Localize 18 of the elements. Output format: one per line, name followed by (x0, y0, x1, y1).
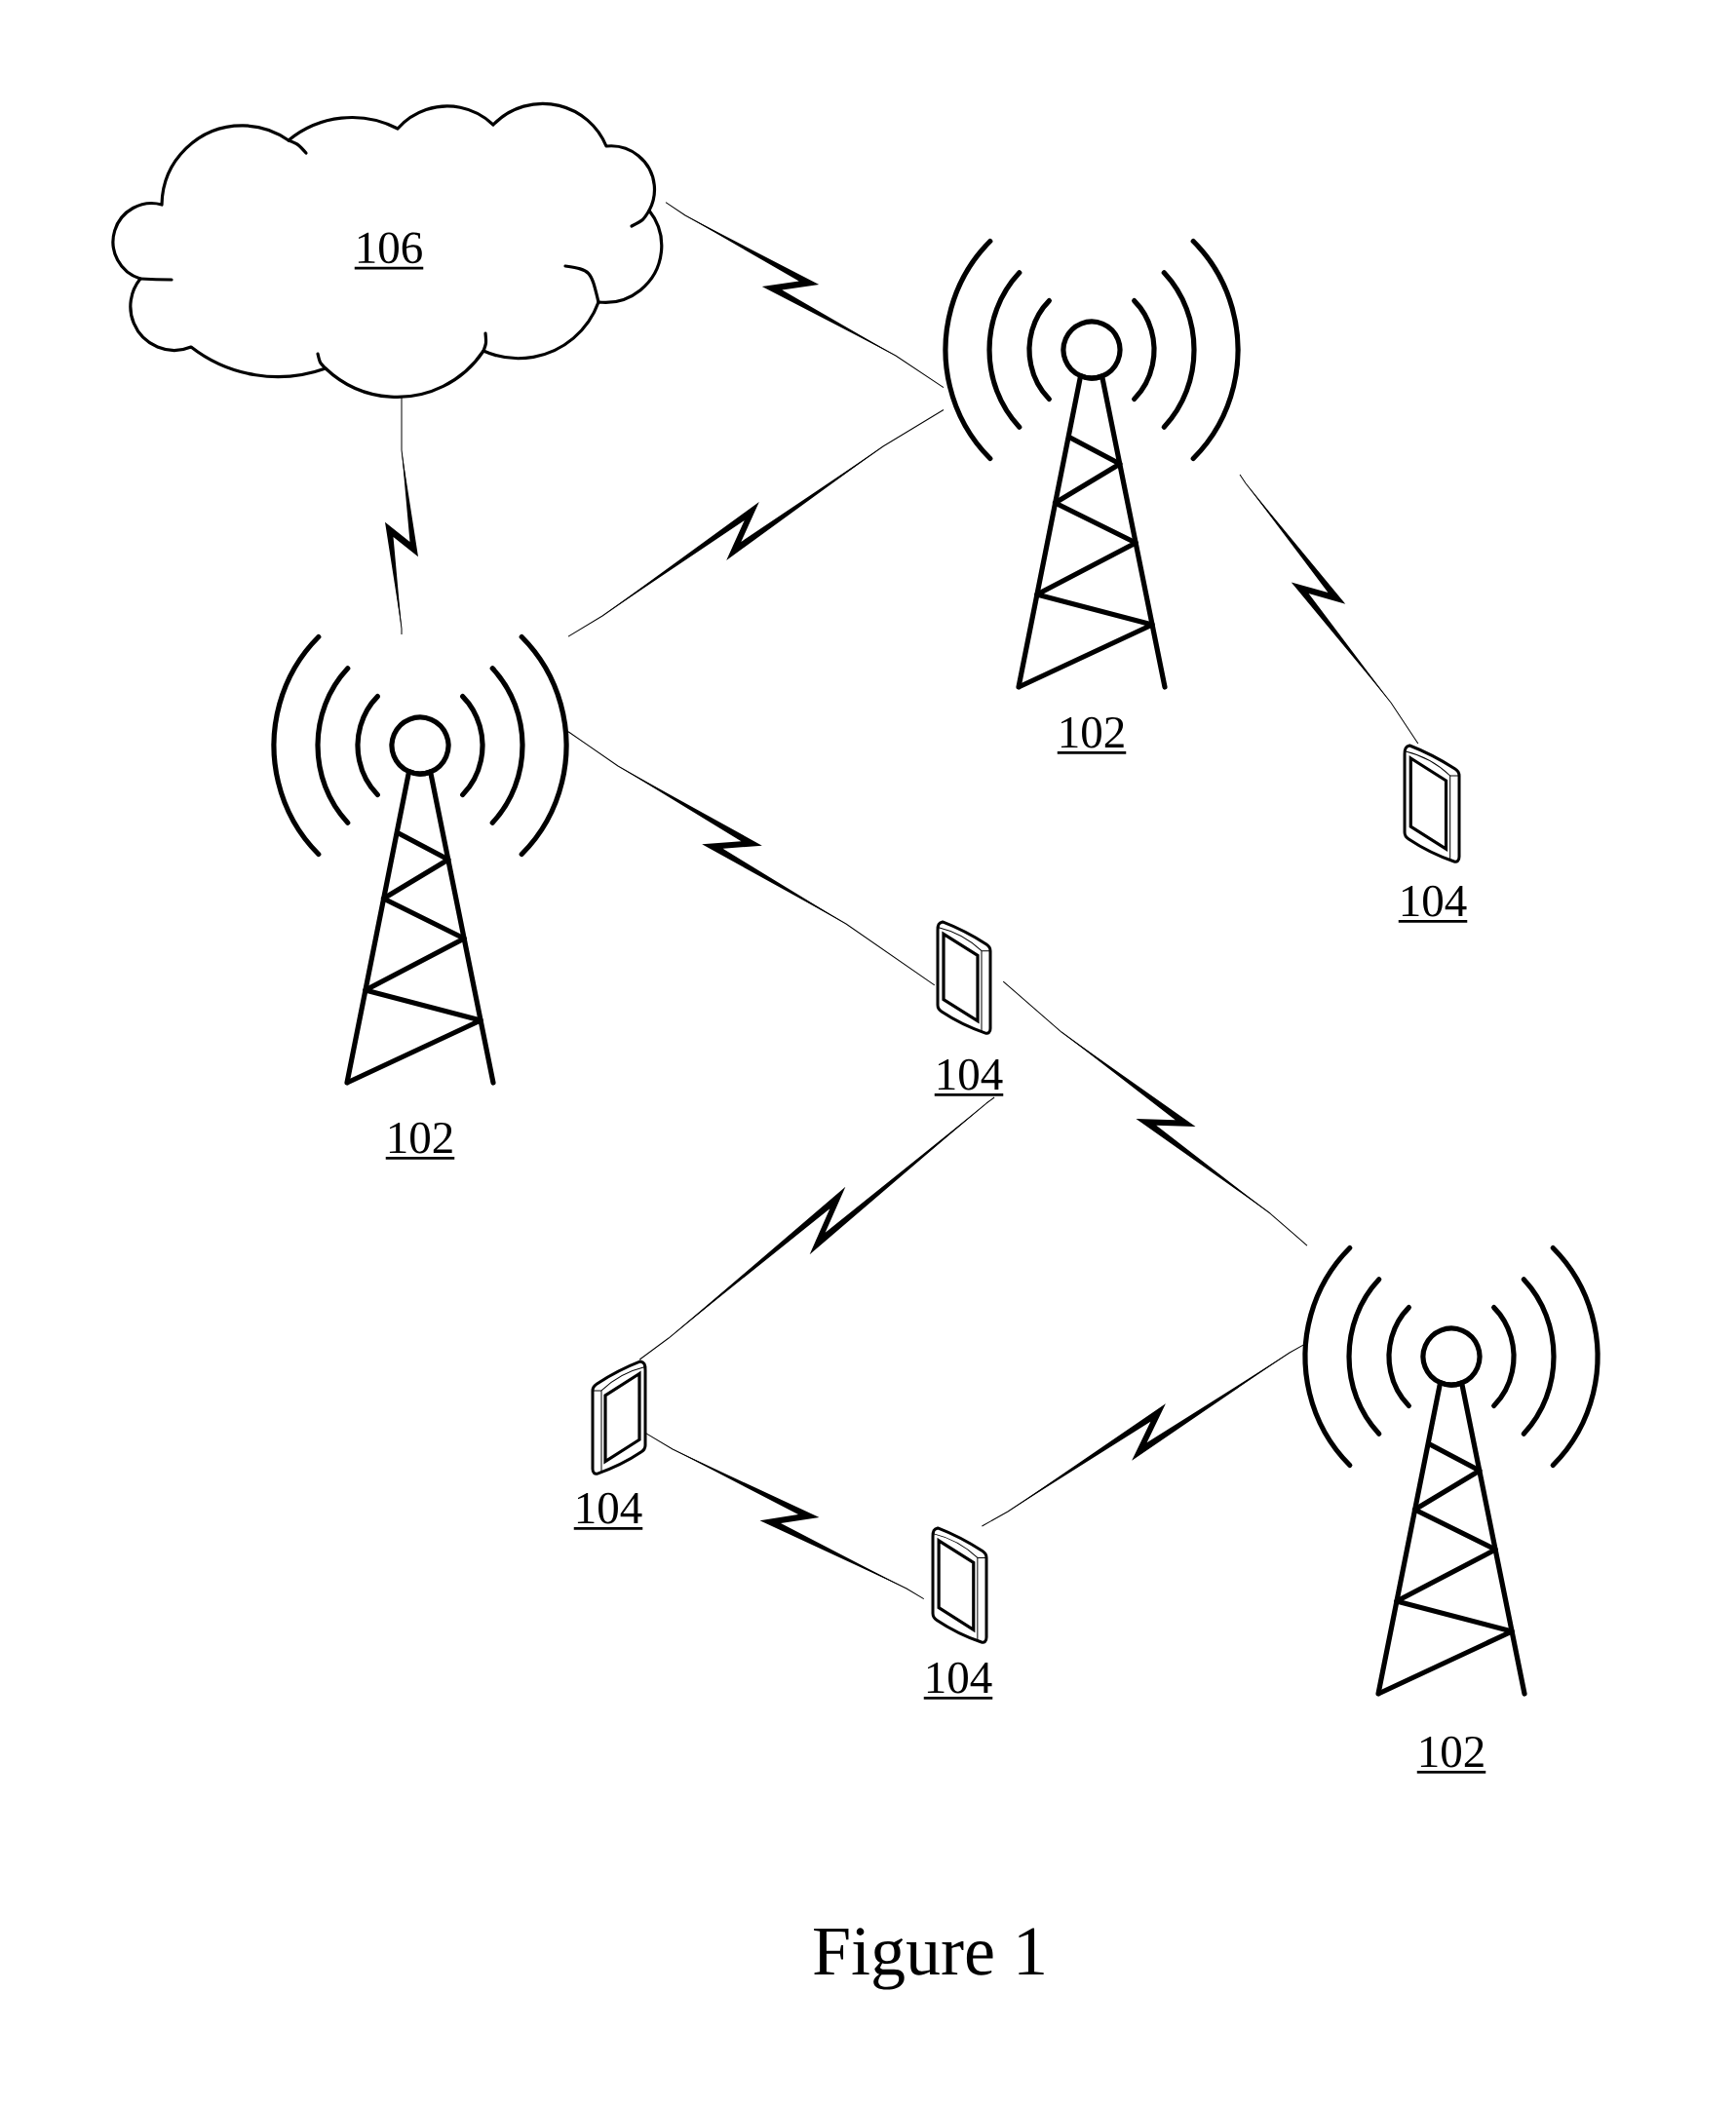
cloud: 106 (111, 101, 664, 399)
figure-caption: Figure 1 (814, 1928, 1044, 1990)
lightning-bolt (1239, 474, 1419, 745)
lightning-bolt (385, 397, 418, 635)
lightning-bolt (567, 409, 945, 637)
lightning-bolt (567, 731, 936, 986)
reference-numeral: 104 (934, 1058, 1004, 1096)
lightning-bolt (638, 1096, 995, 1360)
reference-numeral: 104 (573, 1492, 643, 1530)
reference-numeral: 104 (1398, 885, 1468, 923)
lightning-bolt (981, 1344, 1304, 1527)
reference-numeral: 104 (923, 1662, 993, 1700)
reference-numeral: 102 (1416, 1736, 1486, 1774)
lightning-bolt (665, 202, 945, 389)
reference-numeral: 102 (1057, 716, 1127, 754)
lightning-bolt (1002, 980, 1308, 1246)
lightning-bolt (645, 1433, 925, 1600)
reference-numeral: 102 (385, 1122, 455, 1160)
